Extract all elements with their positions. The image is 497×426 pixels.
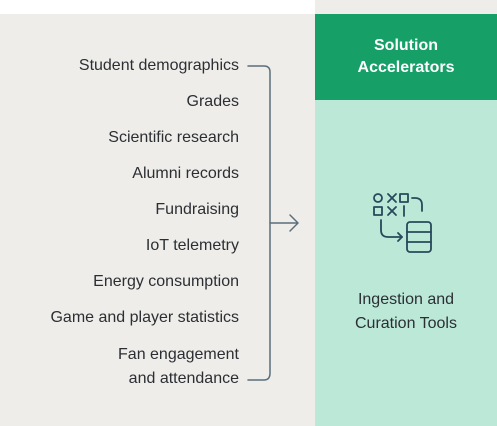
source-energy-consumption: Energy consumption — [93, 273, 239, 290]
ingestion-curation-icon — [373, 193, 432, 253]
source-alumni-records: Alumni records — [132, 165, 239, 182]
source-game-player-statistics: Game and player statistics — [50, 309, 239, 326]
tools-label-line1: Ingestion and — [357, 291, 455, 308]
solution-accelerators-line1: Solution — [374, 37, 438, 54]
source-fan-engagement-line2: and attendance — [128, 370, 239, 387]
source-fan-engagement-line1: Fan engagement — [118, 346, 239, 363]
source-iot-telemetry: IoT telemetry — [145, 237, 239, 254]
source-scientific-research: Scientific research — [108, 129, 239, 146]
source-fundraising: Fundraising — [155, 201, 239, 218]
solution-accelerators-line2: Accelerators — [357, 59, 455, 76]
tools-label-line2: Curation Tools — [355, 315, 457, 332]
top-strip — [0, 0, 315, 14]
source-grades: Grades — [186, 93, 239, 110]
ingestion-curation-tools-box: Ingestion and Curation Tools — [315, 100, 497, 426]
source-student-demographics: Student demographics — [78, 57, 239, 74]
solution-accelerators-box: Solution Accelerators — [315, 14, 497, 100]
ingestion-curation-label: Ingestion and Curation Tools — [315, 288, 497, 336]
